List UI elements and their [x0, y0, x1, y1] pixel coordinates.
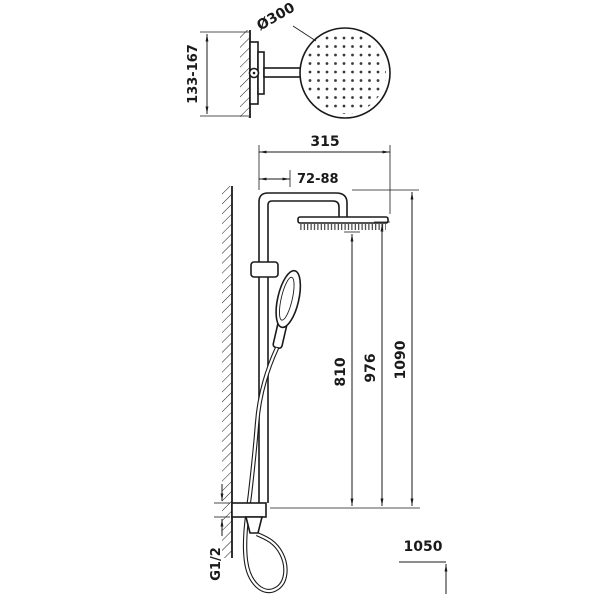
dim-installation-height: 1050 [399, 539, 448, 594]
hose-connection-nut [244, 516, 264, 534]
front-view: 315 72-88 810 976 1090 G1 [209, 134, 448, 594]
inlet-body [231, 502, 267, 518]
head-height-label: 976 [363, 353, 379, 382]
side-view-detail: Ø300 133-167 [186, 0, 391, 119]
column-height-label: 1090 [393, 340, 409, 379]
dim-head-diameter: Ø300 [254, 0, 317, 42]
hand-shower-spray-face [279, 276, 295, 321]
column-outer-line [258, 192, 348, 503]
dim-inlet-thread: G1/2 [209, 484, 230, 581]
wall-hatch-front [222, 186, 232, 558]
rain-head-nozzles [300, 223, 386, 230]
diameter-label: Ø300 [254, 0, 298, 34]
diameter-leader-line [292, 25, 317, 42]
head-arm-side [263, 67, 303, 78]
dim-head-height: 976 [363, 221, 390, 506]
dim-column-height: 1090 [352, 189, 419, 506]
shower-hose [242, 347, 288, 594]
shower-column [258, 192, 348, 503]
installation-height-label: 1050 [404, 539, 443, 555]
rain-head-nozzle-face [304, 32, 386, 114]
wall-section-top [240, 30, 251, 118]
dim-arm-projection: 315 [258, 134, 391, 214]
inlet-thread-label: G1/2 [209, 547, 224, 581]
column-inner-line [267, 200, 340, 503]
wall-clearance-label: 72-88 [297, 172, 339, 187]
bracket-height-label: 133-167 [186, 44, 201, 104]
dim-bracket-height: 133-167 [186, 31, 249, 117]
hand-shower [272, 269, 302, 349]
slide-bar-height-label: 810 [333, 357, 349, 386]
dim-wall-clearance: 72-88 [259, 170, 339, 187]
dim-slide-bar-height: 810 [333, 231, 360, 506]
wall-bracket-side-view [248, 41, 303, 105]
wall-section-front [222, 186, 233, 558]
rain-head-top-view [299, 27, 391, 119]
rain-head-side-view [297, 216, 389, 230]
water-inlet [231, 502, 267, 534]
arm-projection-label: 315 [310, 134, 339, 150]
slider-bracket [250, 261, 279, 278]
wall-hatch-top [240, 30, 250, 118]
